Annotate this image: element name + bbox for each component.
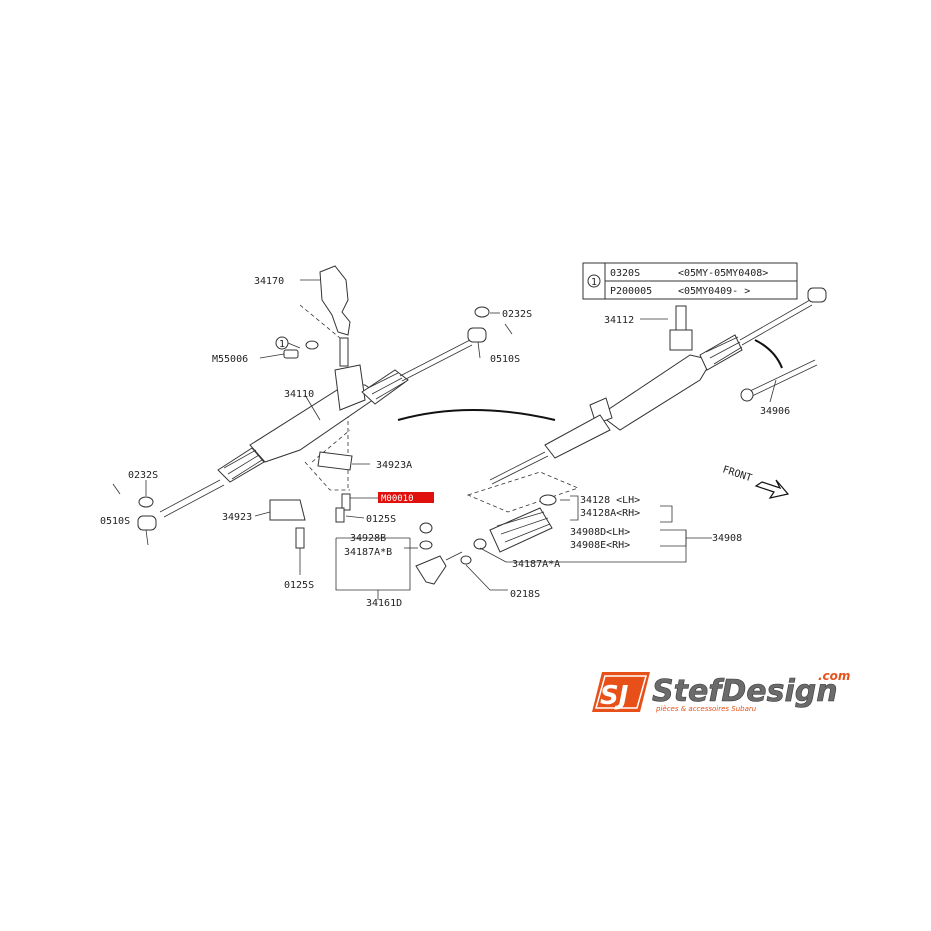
label-34128A-rh: 34128A<RH> [580, 508, 640, 519]
label-0232S-left: 0232S [128, 470, 158, 481]
label-34187A-B: 34187A*B [344, 547, 392, 558]
label-34923A: 34923A [376, 460, 412, 471]
label-34110: 34110 [284, 389, 314, 400]
label-0125S-bottom: 0125S [284, 580, 314, 591]
front-label: FRONT [721, 464, 753, 484]
highlight-box[interactable] [378, 492, 434, 503]
logo-mark: SJ [600, 681, 629, 711]
label-34128-lh: 34128 <LH> [580, 495, 640, 506]
label-34170: 34170 [254, 276, 284, 287]
highlighted-part[interactable]: M00010 [378, 492, 434, 504]
label-0510S-top: 0510S [490, 354, 520, 365]
callout-row-1-part: 0320S [610, 268, 640, 279]
logo-tagline: pièces & accessoires Subaru [655, 705, 757, 713]
front-direction-indicator: FRONT [721, 464, 790, 499]
label-34112: 34112 [604, 315, 634, 326]
highlight-part-label[interactable]: M00010 [381, 494, 414, 504]
callout-row-1-range: <05MY-05MY0408> [678, 268, 768, 279]
label-34187A-A: 34187A*A [512, 559, 560, 570]
transition-arrow [397, 409, 556, 421]
label-34908E-rh: 34908E<RH> [570, 540, 630, 551]
logo-name: StefDesign [652, 674, 838, 709]
label-0510S-left: 0510S [100, 516, 130, 527]
label-M55006: M55006 [212, 354, 248, 365]
label-0218S: 0218S [510, 589, 540, 600]
label-34906: 34906 [760, 406, 790, 417]
callout-row-2-range: <05MY0409- > [678, 286, 750, 297]
label-34928B: 34928B [350, 533, 386, 544]
label-34161D: 34161D [366, 598, 402, 609]
stefdesign-logo[interactable]: SJ StefDesign .com pièces & accessoires … [592, 669, 850, 713]
right-steering-gear-assembly [460, 287, 827, 565]
label-0125S-center: 0125S [366, 514, 396, 525]
left-leader-lines [145, 279, 500, 600]
left-steering-gear-assembly [112, 265, 513, 585]
label-34908: 34908 [712, 533, 742, 544]
part-labels: 34170 1 M55006 0232S 0510S 34110 34923A … [100, 276, 790, 609]
logo-tld: .com [818, 669, 850, 683]
callout-row-2-part: P200005 [610, 286, 652, 297]
label-34908D-lh: 34908D<LH> [570, 527, 630, 538]
right-leader-lines [465, 318, 777, 591]
label-34923: 34923 [222, 512, 252, 523]
callout-table: 1 0320S <05MY-05MY0408> P200005 <05MY040… [582, 262, 798, 300]
callout-marker: 1 [591, 277, 597, 288]
label-marker-1-left: 1 [279, 339, 285, 350]
label-0232S-top: 0232S [502, 309, 532, 320]
